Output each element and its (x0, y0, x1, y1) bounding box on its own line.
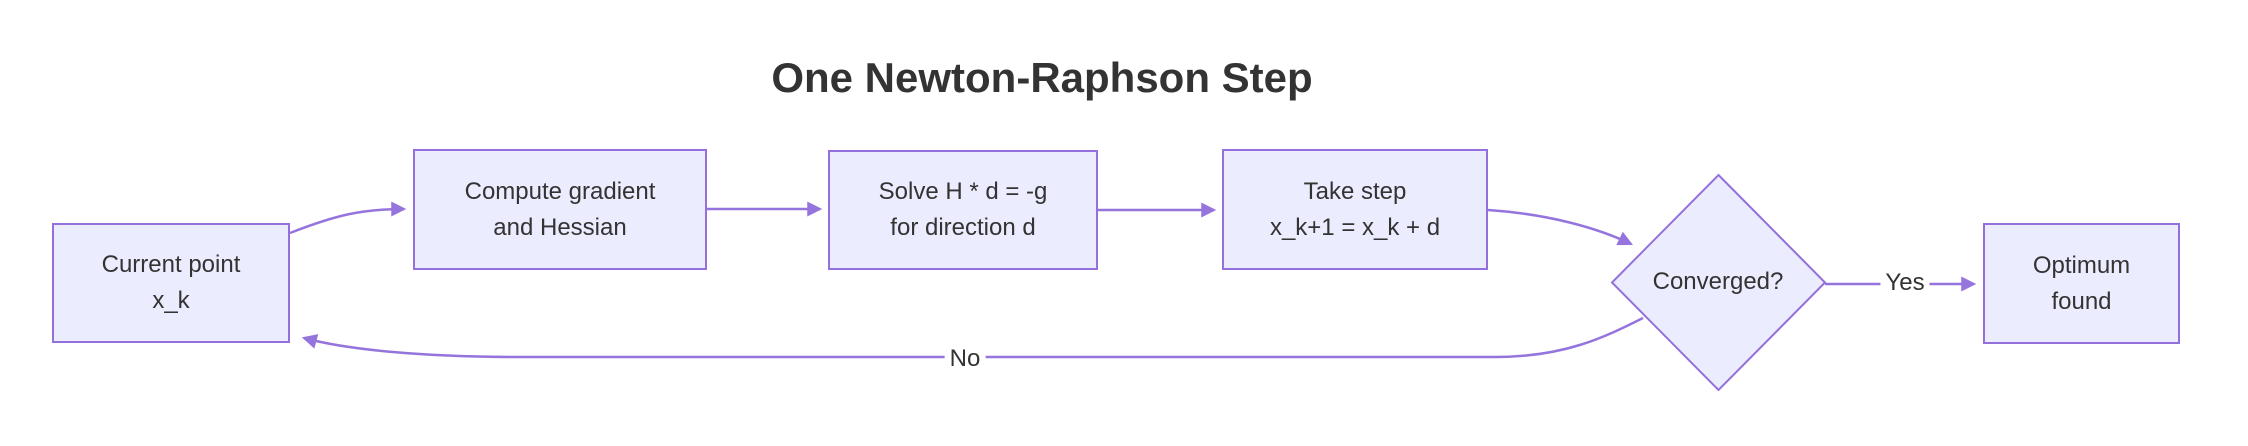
node-line: Take step (1303, 177, 1407, 205)
node-line: found (2051, 287, 2112, 315)
edge-label-no: No (944, 345, 986, 373)
diagram-title: One Newton-Raphson Step (771, 54, 1313, 101)
node-optimum-found: Optimum found (1983, 223, 2180, 344)
node-line: x_k (152, 287, 190, 314)
node-line: Current point (101, 251, 241, 278)
converged-diamond (1610, 173, 1827, 392)
edge-takestep-to-converged (1487, 208, 1634, 246)
node-solve-direction: Solve H * d = -g for direction d (828, 150, 1098, 270)
edge-label-yes: Yes (1880, 269, 1930, 297)
edge-current-to-compute (289, 201, 407, 235)
node-line: Optimum (2032, 251, 2131, 279)
node-line: for direction d (890, 214, 1036, 241)
node-line: Compute gradient (464, 177, 656, 205)
node-line: Solve H * d = -g (878, 178, 1048, 205)
diamond-label-converged: Converged? (1652, 268, 1784, 295)
node-line: and Hessian (493, 213, 627, 241)
node-current-point: Current point x_k (52, 223, 290, 343)
edge-converged-no-to-current (301, 316, 1644, 359)
node-take-step: Take step x_k+1 = x_k + d (1222, 149, 1488, 270)
node-compute-gradient: Compute gradient and Hessian (413, 149, 707, 270)
node-line: x_k+1 = x_k + d (1269, 213, 1441, 241)
